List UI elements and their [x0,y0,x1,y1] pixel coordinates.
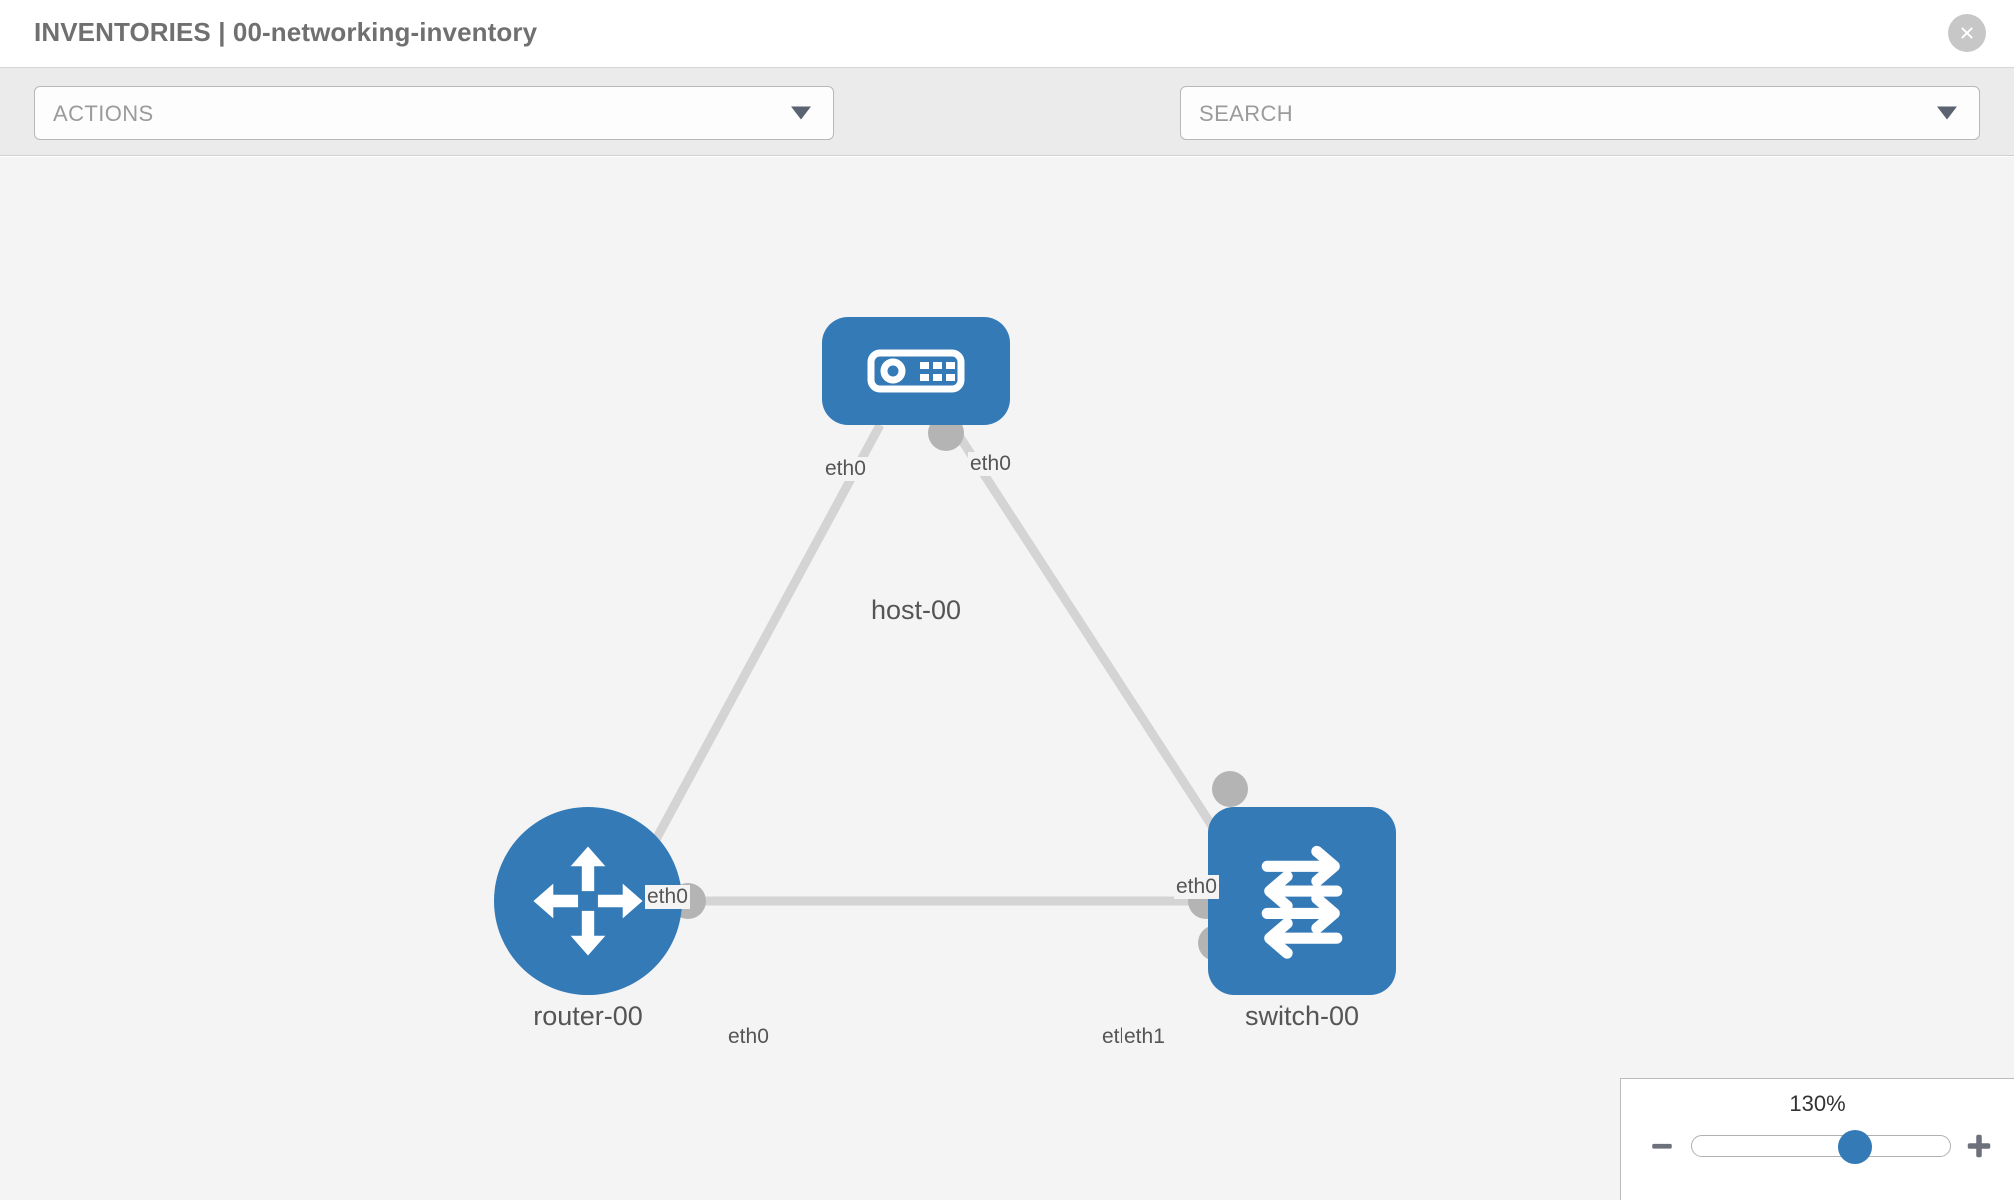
zoom-slider[interactable] [1691,1130,1951,1164]
search-input[interactable]: SEARCH [1180,86,1980,140]
link-label-switch-mid-b: eth1 [1122,1025,1167,1049]
page-title: INVENTORIES | 00-networking-inventory [34,17,538,47]
link-label-switch-diag: eth0 [1174,875,1219,899]
link-label-host-right: eth0 [968,452,1013,476]
node-router-00-label: router-00 [530,1001,646,1032]
zoom-slider-thumb[interactable] [1838,1130,1872,1164]
link-label-router-diag: eth0 [645,885,690,909]
node-host-00-shape[interactable] [822,317,1010,425]
switch-arrows-icon [1261,845,1343,959]
node-switch-00[interactable]: switch-00 [1208,807,1396,1032]
close-icon[interactable] [1948,14,1986,52]
zoom-out-button[interactable] [1645,1129,1679,1163]
topology-links [636,422,1244,906]
search-placeholder: SEARCH [1199,101,1294,126]
zoom-level-value: 130% [1789,1091,1846,1116]
actions-dropdown-label: ACTIONS [53,101,154,126]
router-arrows-icon [533,846,643,956]
link-label-router-mid: eth0 [726,1025,771,1049]
node-switch-00-shape[interactable] [1208,807,1396,995]
toolbar: ACTIONS SEARCH [0,68,2014,197]
actions-dropdown[interactable]: ACTIONS [34,86,834,140]
node-switch-00-label: switch-00 [1241,1001,1363,1032]
chevron-down-icon[interactable] [1937,106,1957,120]
zoom-in-button[interactable] [1962,1129,1996,1163]
link-label-host-left: eth0 [823,457,868,481]
port-switch-top[interactable] [1212,771,1248,807]
node-host-00-label: host-00 [867,595,965,626]
page-header: INVENTORIES | 00-networking-inventory [0,0,2014,68]
server-icon [867,349,965,393]
zoom-control-panel: 130% [1620,1078,2014,1200]
chevron-down-icon [791,106,811,120]
topology-canvas[interactable]: host-00 router-00 [0,157,2014,1200]
node-host-00[interactable]: host-00 [822,317,1010,626]
